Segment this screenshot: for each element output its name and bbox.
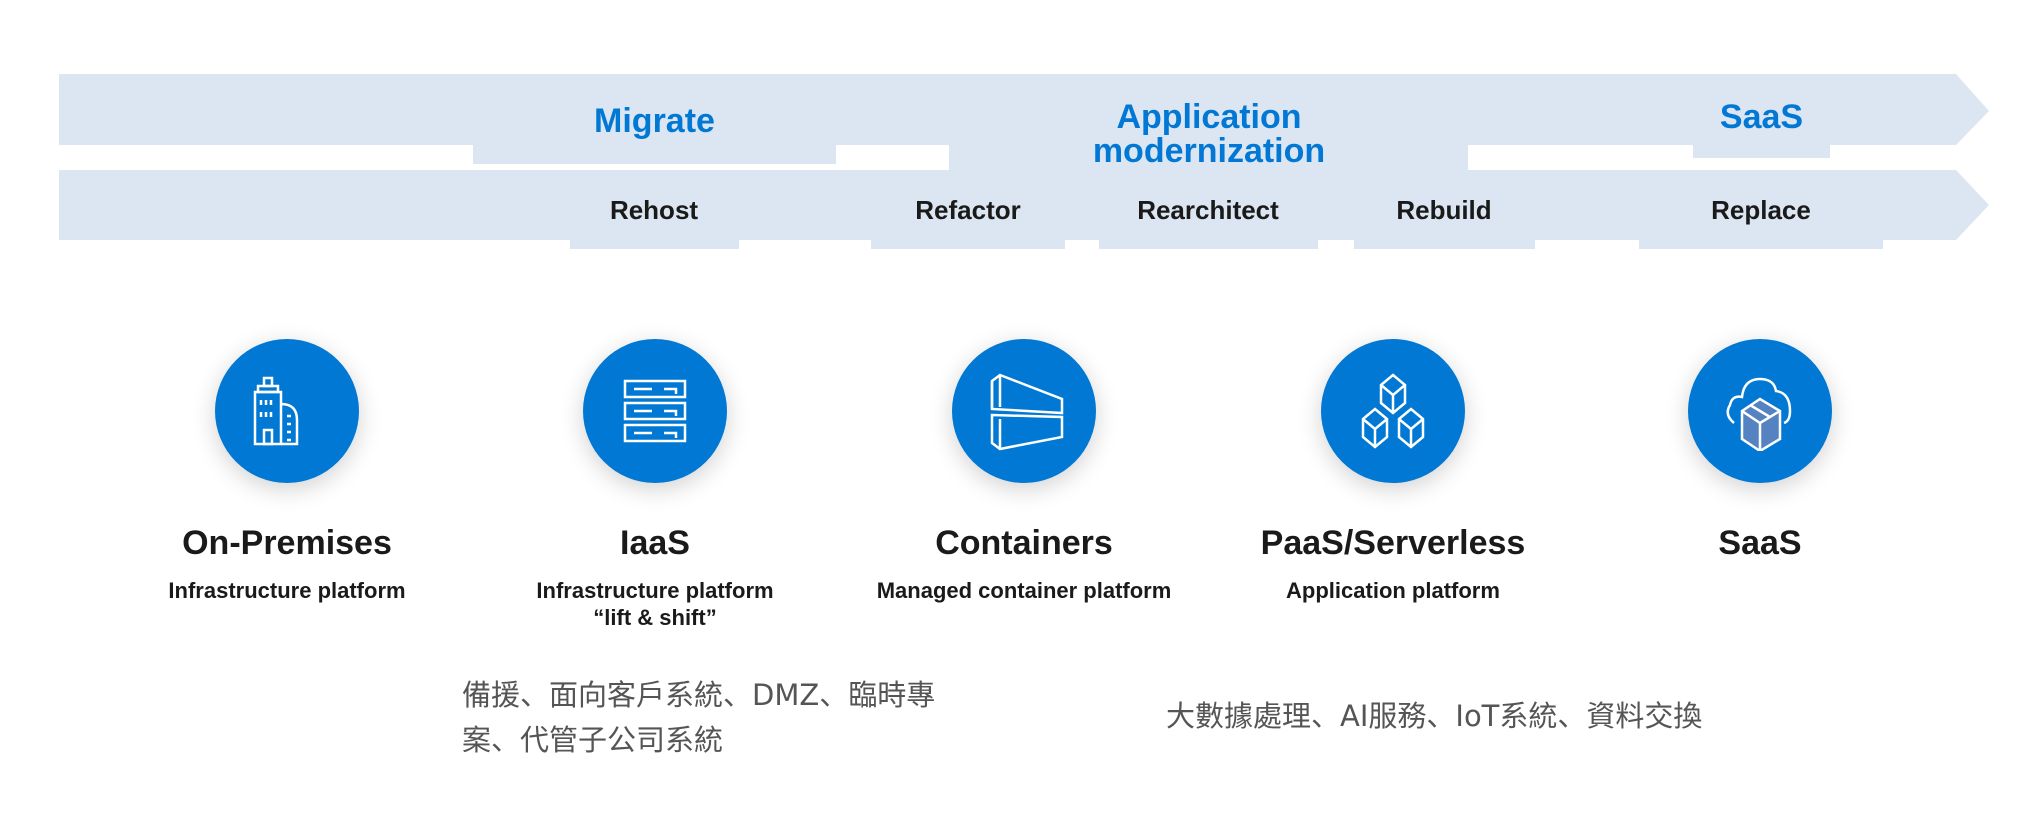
cloud-box-icon <box>1726 377 1792 451</box>
platform-iaas-circle <box>583 339 727 483</box>
platform-subtitle-containers: Managed container platform <box>876 578 1172 603</box>
cubes-icon <box>1361 373 1425 449</box>
modernization-connector <box>949 140 1468 175</box>
stage-saas: SaaS <box>1719 98 1804 136</box>
saas-tab <box>1693 140 1830 158</box>
migration-arrow-bands <box>59 74 1989 249</box>
server-icon <box>623 379 687 443</box>
platform-on-premises-circle <box>215 339 359 483</box>
note-left-line2: 案、代管子公司系統 <box>462 723 724 757</box>
platform-saas-circle <box>1688 339 1832 483</box>
platform-subtitle-iaas: Infrastructure platform <box>536 578 774 603</box>
rebuild-tab <box>1354 235 1535 249</box>
refactor-tab <box>871 235 1065 249</box>
platform-subtitle-paas: Application platform <box>1286 578 1500 603</box>
platform-title-containers: Containers <box>935 524 1113 562</box>
stage-band-arrow <box>59 74 1989 145</box>
step-band-arrow <box>59 170 1989 240</box>
platform-title-on-premises: On-Premises <box>182 524 392 562</box>
platform-title-paas: PaaS/Serverless <box>1260 524 1526 562</box>
migrate-tab <box>473 140 836 164</box>
step-refactor: Refactor <box>915 195 1021 225</box>
step-rearchitect: Rearchitect <box>1137 195 1279 225</box>
rehost-tab <box>570 235 739 249</box>
note-right: 大數據處理、AI服務、IoT系統、資料交換 <box>1166 699 1703 733</box>
stage-migrate: Migrate <box>594 102 715 140</box>
platform-subtitle2-iaas: “lift & shift” <box>593 605 717 630</box>
platform-subtitle-on-premises: Infrastructure platform <box>168 578 406 603</box>
step-rebuild: Rebuild <box>1396 195 1492 225</box>
step-rehost: Rehost <box>609 195 699 225</box>
container-icon <box>990 373 1064 451</box>
platform-title-iaas: IaaS <box>620 524 690 562</box>
replace-tab <box>1639 235 1883 249</box>
platform-containers-circle <box>952 339 1096 483</box>
rearchitect-tab <box>1099 235 1318 249</box>
step-replace: Replace <box>1711 195 1811 225</box>
stage-application-modernization: Application modernization <box>1092 98 1326 170</box>
platform-title-saas: SaaS <box>1718 524 1802 562</box>
note-left-line1: 備援、面向客戶系統、DMZ、臨時專 <box>462 678 936 712</box>
platform-paas-circle <box>1321 339 1465 483</box>
building-icon <box>253 376 299 446</box>
